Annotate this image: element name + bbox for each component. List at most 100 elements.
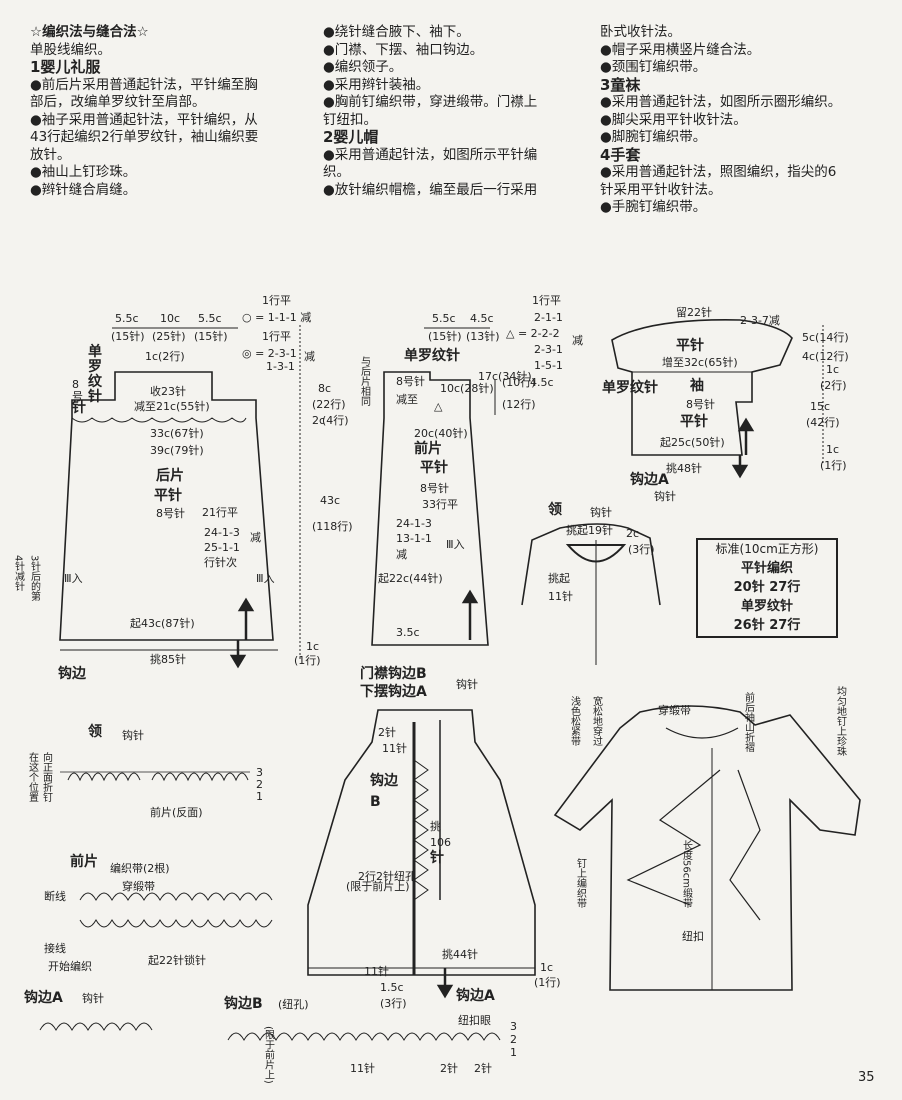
back-label: 号: [72, 390, 83, 403]
back-label: 挑85针: [150, 652, 186, 666]
sleeve-label: (1行): [820, 459, 847, 472]
back-label: 后片: [156, 467, 184, 484]
dress-label: 挑: [430, 819, 441, 833]
back-label: (22行): [312, 398, 346, 411]
dress-label: 11针: [382, 741, 407, 755]
garment-label: 长度56cm缎带: [681, 840, 693, 909]
front_band-label: 开始编织: [48, 959, 92, 973]
text-line: 织。: [323, 164, 350, 180]
dress-label: 钩边: [370, 772, 399, 789]
collar2-label: 钩针: [122, 728, 144, 742]
edge-a-chart: [39, 1022, 153, 1032]
text-line: ●帽子采用横竖片缝合法。: [600, 41, 761, 58]
back-label: 2c: [312, 414, 325, 427]
front-label: 2-1-1: [534, 311, 563, 324]
garment-label: 纽扣: [682, 929, 704, 943]
text-line: 单股线编织。: [30, 41, 111, 58]
front-label: 4.5c: [530, 376, 554, 389]
dress-label: 针: [429, 849, 444, 866]
gauge-standard-box: 标准(10cm正方形) 平针编织 20针 27行 单罗纹针 26针 27行: [696, 538, 838, 638]
text-line: ●采用普通起针法，照图编织，指尖的6: [600, 164, 837, 180]
text-line: ●袖山上钉珍珠。: [30, 164, 137, 180]
gauge-ribbing: 单罗纹针: [740, 599, 793, 614]
garment-label: 前后袖山折褶: [743, 691, 755, 753]
front-label: 17c(34针): [478, 369, 532, 383]
back-label: 起43c(87针): [130, 616, 195, 630]
front-label: (10行): [502, 376, 536, 389]
back-label: 减至21c(55针): [134, 399, 210, 413]
sleeve-label: 2-3-7减: [740, 314, 780, 327]
back-label: (1行): [294, 654, 321, 667]
front-label: 平针: [420, 459, 448, 476]
edgeB-label: 3: [510, 1020, 517, 1033]
text-line: 放针。: [30, 146, 71, 163]
collar2-label: 在这个位置: [27, 752, 39, 802]
sleeve-label: 钩针: [654, 489, 676, 503]
front-label: △ = 2-2-2: [506, 327, 560, 340]
back-label: 1行平: [262, 330, 291, 343]
front-label: (12行): [502, 398, 536, 411]
front_band-label: 接线: [44, 941, 66, 955]
sleeve-label: 1c: [826, 443, 839, 456]
edgeB-label: 钩边B: [224, 995, 263, 1012]
back-label: 行针次: [204, 555, 237, 569]
band-chart: [79, 892, 273, 928]
front-label: 1行平: [532, 294, 561, 307]
front_band-label: 前片: [70, 853, 98, 870]
item-heading: 2婴儿帽: [323, 128, 379, 146]
back-label: 8: [72, 378, 79, 391]
text-line: ●袖子采用普通起针法，平针编织，从: [30, 111, 258, 128]
back-label: 1c: [306, 640, 319, 653]
gauge-title: 标准(10cm正方形): [715, 542, 819, 556]
front-label: 33行平: [422, 498, 458, 511]
back-label: 1-3-1: [266, 360, 295, 373]
text-line: ●采用辫针装袖。: [323, 76, 430, 93]
edgeB-label: 2针: [474, 1061, 492, 1075]
text-line: ●前后片采用普通起针法，平针编至胸: [30, 76, 258, 93]
page-number: 35: [858, 1070, 875, 1085]
sleeve-label: 袖: [690, 377, 704, 394]
cap-outline: [611, 319, 793, 456]
dress-label: (1行): [534, 976, 561, 989]
garment-label: 穿缎带: [658, 703, 691, 717]
dress-label: 门襟钩边B: [360, 665, 427, 682]
item-heading: 3童袜: [600, 75, 641, 94]
dress-label: 钩针: [456, 677, 478, 691]
sleeve-label: 4c(12行): [802, 350, 849, 363]
back-label: Ⅲ入: [64, 572, 83, 585]
text-line: ●采用普通起针法，如图所示平针编: [323, 146, 538, 163]
sleeve-label: 5c(14行): [802, 331, 849, 344]
front-label: 8号针: [396, 374, 425, 388]
text-line: ●门襟、下摆、袖口钩边。: [323, 41, 484, 58]
edgeB-label: 2针: [440, 1061, 458, 1075]
text-line: ●颈围钉编织带。: [600, 59, 707, 75]
front-label: 4.5c: [470, 312, 494, 325]
dress-label: 下摆钩边A: [360, 683, 427, 700]
instructions-col-1: ☆编织法与缝合法☆ 单股线编织。 1婴儿礼服 ●前后片采用普通起针法，平针编至胸…: [30, 24, 258, 199]
front-label: 减: [572, 334, 583, 347]
sleeve-label: 单罗纹针: [602, 379, 658, 396]
sleeve-label: 挑48针: [666, 461, 702, 475]
back-label: 33c(67针): [150, 426, 204, 440]
collar2-label: 2: [256, 778, 263, 791]
front-label: 10c(28针): [440, 381, 494, 395]
collar2-label: 1: [256, 790, 263, 803]
back-label: 8c: [318, 382, 331, 395]
edgeA-label: 钩针: [82, 991, 104, 1005]
back-label: 减: [304, 350, 315, 363]
back-label: 8号针: [156, 506, 185, 520]
collar-label: 领: [548, 501, 562, 518]
collar-chart: [67, 772, 249, 782]
back-label: 平针: [154, 487, 182, 504]
edgeA-label: 钩边A: [24, 989, 63, 1006]
back-label: 钩边: [58, 665, 87, 682]
item-heading: 1婴儿礼服: [30, 58, 101, 76]
collar2-label: 前片(反面): [150, 805, 203, 819]
sleeve-label: 平针: [676, 337, 704, 354]
front-label: (15针): [428, 329, 462, 343]
back-label: 43c: [320, 494, 340, 507]
edgeB-label: (纽孔): [278, 997, 309, 1011]
back-scallop: [71, 417, 247, 423]
item-heading: 4手套: [600, 145, 641, 164]
front-label: 与后片相同: [359, 356, 371, 407]
